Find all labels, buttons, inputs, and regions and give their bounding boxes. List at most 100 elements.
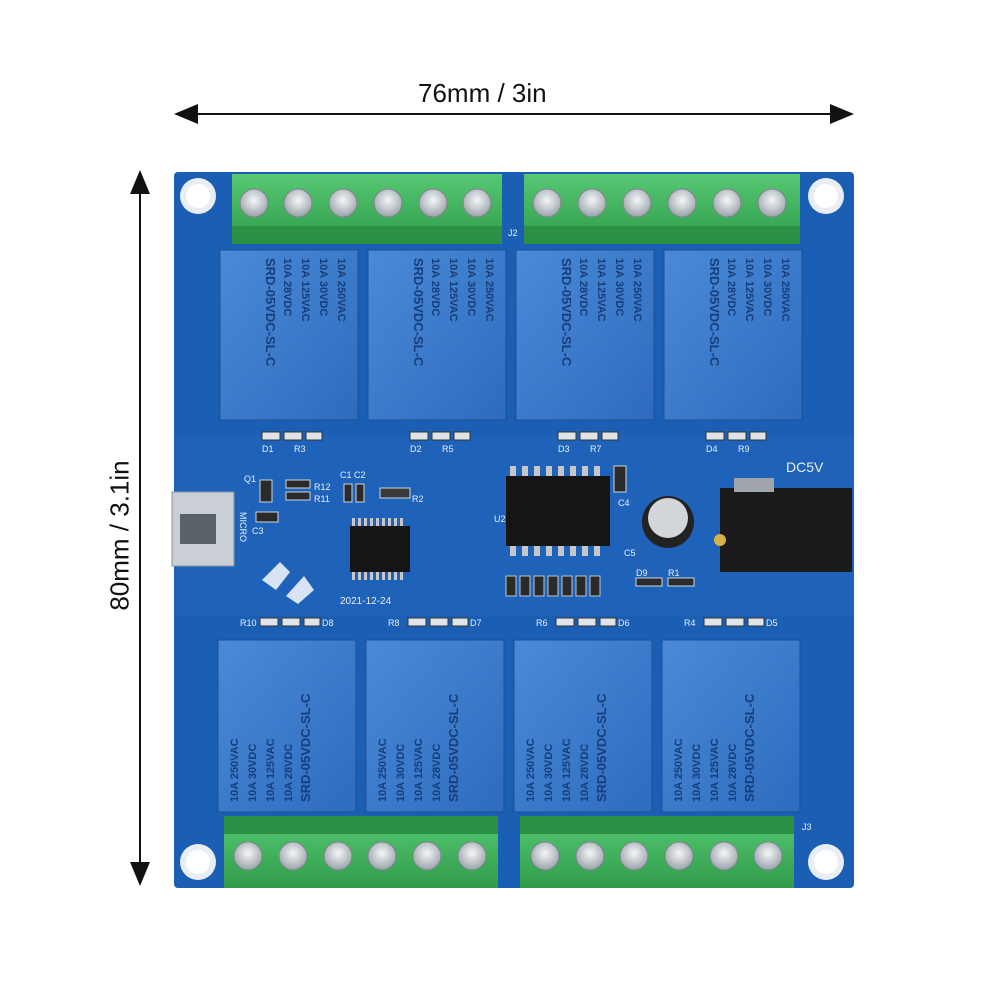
relay-top-4-line-4: 10A 28VDC xyxy=(725,258,737,316)
relay-bottom-4-line-3: 10A 125VAC xyxy=(709,738,721,802)
silk-label-R11: R11 xyxy=(314,494,330,504)
usb-label: MICRO xyxy=(238,512,248,542)
led-label-D4: D4 xyxy=(706,444,718,454)
relay-top-1-line-4: 10A 28VDC xyxy=(281,258,293,316)
relay-top-1-line-5: SRD-05VDC-SL-C xyxy=(263,258,278,367)
dc-power-jack xyxy=(714,478,852,572)
relay-top-3-line-1: 10A 250VAC xyxy=(631,258,643,322)
relay-bottom-1-line-3: 10A 125VAC xyxy=(265,738,277,802)
relay-top-1-text: 10A 250VAC 10A 30VDC 10A 125VAC 10A 28VDCSR… xyxy=(263,258,347,367)
silk-label-U2: U2 xyxy=(494,514,506,524)
relay-top-4-line-1: 10A 250VAC xyxy=(779,258,791,322)
relay-bottom-4-line-2: 10A 30VDC xyxy=(691,744,703,802)
date-code: 2021-12-24 xyxy=(340,596,392,607)
relay-bottom-3 xyxy=(513,639,653,813)
relay-bottom-4 xyxy=(661,639,801,813)
led-label-D6: D6 xyxy=(618,618,630,628)
relay-bottom-2-line-4: 10A 28VDC xyxy=(431,744,443,802)
relay-bottom-4-line-4: 10A 28VDC xyxy=(727,744,739,802)
relay-bottom-3-line-5: SRD-05VDC-SL-C xyxy=(594,693,609,802)
resistor-label-R3: R3 xyxy=(294,444,306,454)
led-label-D5: D5 xyxy=(766,618,778,628)
relay-bottom-2-line-1: 10A 250VAC xyxy=(377,738,389,802)
silk-label-R1: R1 xyxy=(668,568,680,578)
relay-top-1 xyxy=(219,249,359,421)
width-dimension-label: 76mm / 3in xyxy=(418,78,547,108)
silk-label-C1: C1 xyxy=(340,470,352,480)
relay-top-3 xyxy=(515,249,655,421)
mounting-holes xyxy=(180,178,844,880)
ic-usb-serial xyxy=(350,518,410,580)
resistor-label-R5: R5 xyxy=(442,444,454,454)
relay-top-4 xyxy=(663,249,803,421)
resistor-label-R9: R9 xyxy=(738,444,750,454)
electrolytic-capacitor xyxy=(642,496,694,548)
silk-label-Q1: Q1 xyxy=(244,474,256,484)
relay-bottom-1-line-5: SRD-05VDC-SL-C xyxy=(298,693,313,802)
relay-top-1-line-1: 10A 250VAC xyxy=(335,258,347,322)
silk-label-C4: C4 xyxy=(618,498,630,508)
power-label: DC5V xyxy=(786,459,824,475)
relay-bottom-2 xyxy=(365,639,505,813)
silk-label-C2: C2 xyxy=(354,470,366,480)
relay-top-2 xyxy=(367,249,507,421)
led-label-D1: D1 xyxy=(262,444,274,454)
relay-top-3-text: 10A 250VAC 10A 30VDC 10A 125VAC 10A 28VDCSR… xyxy=(559,258,643,367)
relay-bottom-2-line-2: 10A 30VDC xyxy=(395,744,407,802)
resistor-label-R6: R6 xyxy=(536,618,548,628)
relay-top-2-line-4: 10A 28VDC xyxy=(429,258,441,316)
relay-top-1-line-2: 10A 30VDC xyxy=(317,258,329,316)
relay-bottom-3-line-3: 10A 125VAC xyxy=(561,738,573,802)
silk-label-D9: D9 xyxy=(636,568,648,578)
led-label-D8: D8 xyxy=(322,618,334,628)
relay-bottom-1-line-1: 10A 250VAC xyxy=(229,738,241,802)
relay-bottom-3-line-2: 10A 30VDC xyxy=(543,744,555,802)
relay-top-3-line-3: 10A 125VAC xyxy=(595,258,607,322)
silk-label-C5: C5 xyxy=(624,548,636,558)
ic-u2 xyxy=(506,466,610,556)
resistor-label-R8: R8 xyxy=(388,618,400,628)
relay-top-3-line-5: SRD-05VDC-SL-C xyxy=(559,258,574,367)
relay-top-2-line-3: 10A 125VAC xyxy=(447,258,459,322)
relay-top-2-text: 10A 250VAC 10A 30VDC 10A 125VAC 10A 28VDCSR… xyxy=(411,258,495,367)
status-leds xyxy=(259,431,767,627)
relay-top-4-line-2: 10A 30VDC xyxy=(761,258,773,316)
relay-top-2-line-2: 10A 30VDC xyxy=(465,258,477,316)
led-label-D2: D2 xyxy=(410,444,422,454)
terminal-block-top-left xyxy=(232,174,502,244)
terminal-block-bottom-right xyxy=(520,816,794,888)
silk-label-J3: J3 xyxy=(802,822,812,832)
relay-bottom-1 xyxy=(217,639,357,813)
silk-label-R2: R2 xyxy=(412,494,424,504)
smd-components xyxy=(255,465,695,587)
relay-bottom-2-line-3: 10A 125VAC xyxy=(413,738,425,802)
micro-usb-port xyxy=(171,491,235,567)
relay-top-2-line-1: 10A 250VAC xyxy=(483,258,495,322)
resistor-label-R4: R4 xyxy=(684,618,696,628)
terminal-block-bottom-left xyxy=(224,816,498,888)
resistor-array xyxy=(505,575,601,597)
relay-bottom-1-line-2: 10A 30VDC xyxy=(247,744,259,802)
relay-bottom-3-line-4: 10A 28VDC xyxy=(579,744,591,802)
led-label-D7: D7 xyxy=(470,618,482,628)
relay-top-2-line-5: SRD-05VDC-SL-C xyxy=(411,258,426,367)
relay-top-1-line-3: 10A 125VAC xyxy=(299,258,311,322)
relay-bottom-3-line-1: 10A 250VAC xyxy=(525,738,537,802)
relay-top-3-line-2: 10A 30VDC xyxy=(613,258,625,316)
resistor-label-R10: R10 xyxy=(240,618,257,628)
relay-bottom-4-line-5: SRD-05VDC-SL-C xyxy=(742,693,757,802)
board-logo xyxy=(262,562,314,604)
resistor-label-R7: R7 xyxy=(590,444,602,454)
silk-label-C3: C3 xyxy=(252,526,264,536)
silk-label-R12: R12 xyxy=(314,482,331,492)
relay-top-3-line-4: 10A 28VDC xyxy=(577,258,589,316)
relay-bottom-2-line-5: SRD-05VDC-SL-C xyxy=(446,693,461,802)
relay-top-4-line-3: 10A 125VAC xyxy=(743,258,755,322)
relay-bottom-1-line-4: 10A 28VDC xyxy=(283,744,295,802)
